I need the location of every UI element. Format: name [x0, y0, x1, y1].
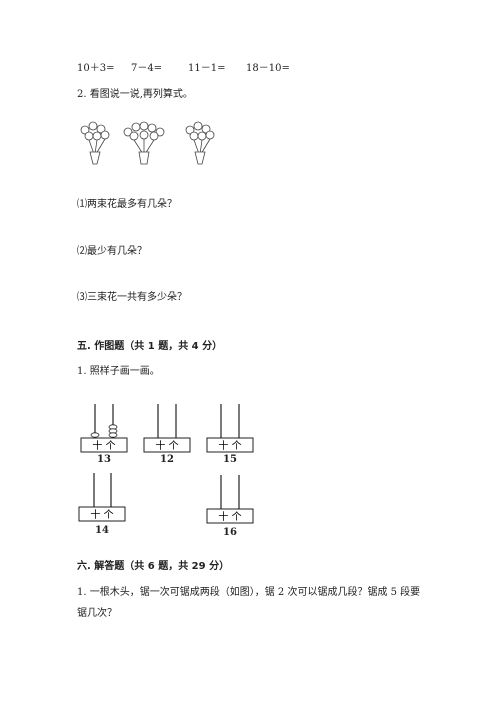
section-6-heading: 六. 解答题（共 6 题，共 29 分） — [77, 561, 230, 572]
abacus-label: 十 个 — [92, 439, 115, 452]
abacus-label: 十 个 — [155, 439, 178, 452]
section-6-question-1-line-2: 锯几次？ — [77, 608, 117, 619]
abacus-16: 十 个 16 — [206, 473, 266, 541]
abacus-label: 十 个 — [218, 510, 241, 523]
question-2-title: 2. 看图说一说,再列算式。 — [77, 89, 193, 100]
question-2-sub3: ⑶三束花一共有多少朵？ — [77, 292, 187, 303]
abacus-diagram: 十 个 — [206, 404, 254, 453]
abacus-number: 12 — [160, 454, 174, 465]
section-5-heading: 五. 作图题（共 1 题，共 4 分） — [77, 341, 223, 352]
abacus-diagram: 十 个 — [80, 404, 128, 453]
abacus-15: 十 个 15 — [206, 402, 266, 467]
section-5-question-1: 1. 照样子画一画。 — [77, 366, 160, 377]
equation-4: 18－10= — [246, 63, 290, 74]
abacus-label: 十 个 — [218, 439, 241, 452]
equation-2: 7－4= — [131, 63, 163, 74]
flower-bouquet-icon — [80, 121, 110, 165]
question-2-sub2: ⑵最少有几朵？ — [77, 246, 147, 257]
abacus-diagram: 十 个 — [206, 475, 254, 524]
abacus-number: 16 — [223, 527, 237, 538]
abacus-13: 十 个 13 — [80, 402, 140, 467]
abacus-diagram: 十 个 — [143, 404, 191, 453]
abacus-number: 15 — [223, 454, 237, 465]
abacus-label: 十 个 — [90, 508, 113, 521]
abacus-14: 十 个 14 — [78, 471, 138, 539]
flower-bouquet-icon — [185, 121, 215, 165]
abacus-12: 十 个 12 — [143, 402, 203, 467]
flower-bouquet-icon — [123, 121, 165, 165]
equation-3: 11－1= — [188, 63, 226, 74]
equation-1: 10＋3= — [77, 63, 115, 74]
abacus-number: 13 — [97, 454, 111, 465]
abacus-number: 14 — [95, 525, 109, 536]
question-2-sub1: ⑴两束花最多有几朵？ — [77, 199, 177, 210]
section-6-question-1-line-1: 1. 一根木头，锯一次可锯成两段（如图），锯 2 次可以锯成几段？锯成 5 段要 — [77, 587, 421, 598]
abacus-diagram: 十 个 — [78, 473, 126, 522]
